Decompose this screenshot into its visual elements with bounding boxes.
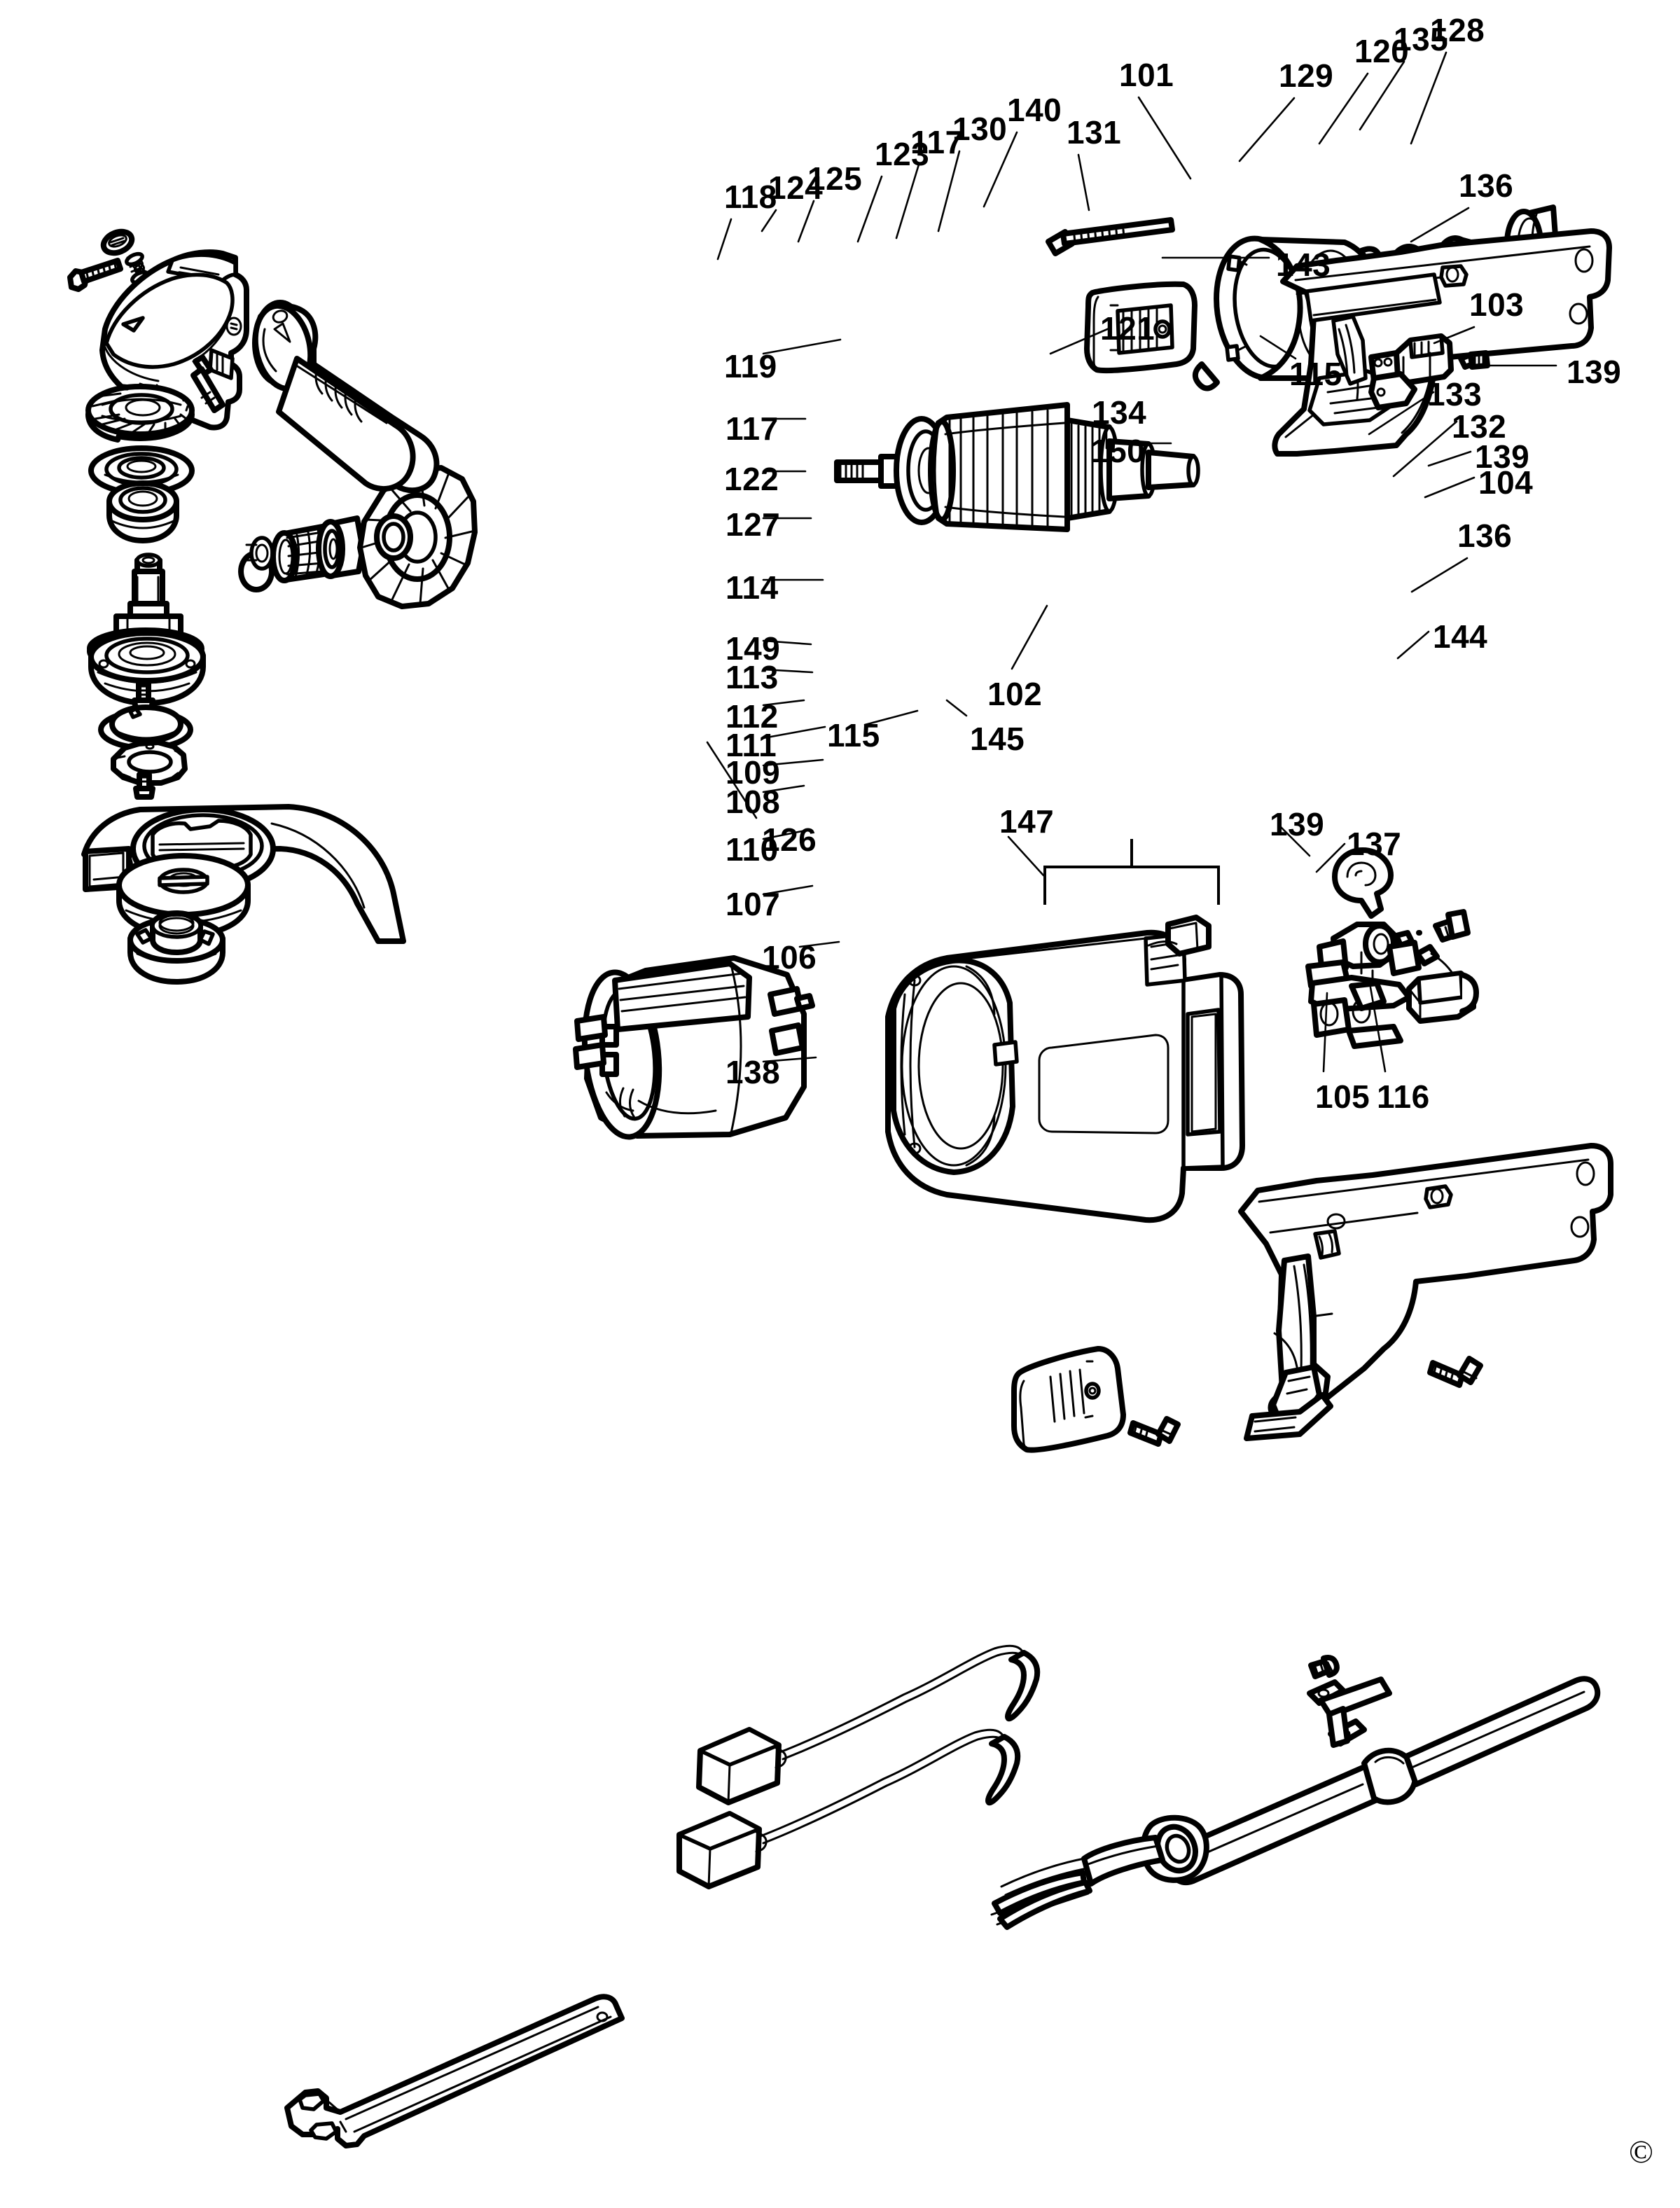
- callout-126: 126: [762, 821, 817, 858]
- callout-106: 106: [762, 939, 817, 975]
- part-131-felt-washer: [374, 513, 413, 561]
- callout-143: 143: [1276, 247, 1331, 283]
- part-101-armature: [834, 402, 1200, 532]
- callout-131: 131: [1067, 114, 1122, 151]
- callout-144: 144: [1433, 618, 1488, 655]
- callout-122: 122: [724, 461, 779, 497]
- callout-115: 115: [1289, 356, 1342, 392]
- callout-119: 119: [724, 348, 777, 384]
- callout-104: 104: [1478, 464, 1534, 501]
- part-103-switch: [1368, 333, 1454, 410]
- callout-137: 137: [1347, 826, 1402, 862]
- callout-140: 140: [1007, 92, 1062, 128]
- part-122-gear-washer: [88, 445, 195, 496]
- part-105-cord-protector: [990, 1814, 1209, 1930]
- callout-113: 113: [726, 659, 779, 695]
- part-121-side-handle: [252, 300, 440, 494]
- callout-147: 147: [999, 803, 1055, 840]
- callout-139c: 139: [1270, 806, 1325, 842]
- callout-117: 117: [910, 124, 964, 160]
- callout-123: 123: [875, 136, 930, 172]
- part-136b-handle-lower: [1238, 1143, 1613, 1441]
- callout-127: 127: [726, 506, 781, 543]
- callout-124: 124: [768, 169, 824, 206]
- callout-121: 121: [1100, 310, 1155, 347]
- part-111-retaining-washer: [98, 704, 193, 751]
- callout-132: 132: [1452, 408, 1507, 445]
- callout-129: 129: [1279, 57, 1334, 94]
- callout-139: 139: [1567, 354, 1622, 390]
- copyright-mark: ©: [1629, 2134, 1653, 2169]
- callout-136b: 136: [1457, 518, 1513, 554]
- callout-101: 101: [1119, 57, 1174, 93]
- part-127-ball-bearing-spindle: [106, 480, 179, 543]
- callout-135: 135: [1394, 21, 1449, 57]
- callout-111: 111: [726, 727, 777, 763]
- callout-120: 120: [1354, 33, 1410, 69]
- part-137-cord-clamp: [1307, 1676, 1392, 1748]
- part-117b-bevel-gear: [85, 382, 195, 443]
- callout-149: 149: [726, 630, 781, 667]
- part-144-screw: [1427, 1356, 1483, 1388]
- callout-102: 102: [987, 676, 1043, 712]
- part-108-screw: [133, 772, 155, 800]
- part-115-end-cap-a: [1084, 281, 1197, 374]
- callout-125: 125: [807, 160, 863, 197]
- callout-150: 150: [1090, 433, 1146, 469]
- part-145-screw: [1127, 1416, 1181, 1447]
- part-116-power-cord: [990, 1676, 1601, 1930]
- callout-130: 130: [952, 111, 1008, 147]
- callout-145: 145: [970, 721, 1025, 757]
- part-134-motor-housing: [885, 915, 1245, 1223]
- callout-136: 136: [1459, 167, 1514, 204]
- part-115b-end-cap-b: [1011, 1346, 1126, 1453]
- part-123-bearing: [238, 536, 275, 592]
- callout-116: 116: [1377, 1078, 1430, 1115]
- part-147-brush-set: [676, 1644, 1041, 1889]
- part-124-cap-plug: [100, 228, 135, 256]
- part-126-lock-pin: [190, 354, 225, 413]
- part-138-spanner-wrench: [284, 1994, 625, 2148]
- callout-134: 134: [1092, 394, 1147, 431]
- part-139-screw-switch: [1458, 350, 1490, 370]
- callout-105: 105: [1315, 1078, 1370, 1115]
- callout-128: 128: [1430, 12, 1485, 48]
- part-102-field: [573, 955, 815, 1140]
- callout-107: 107: [726, 886, 781, 922]
- callout-118: 118: [724, 179, 777, 215]
- part-106-clamp-nut: [127, 910, 225, 985]
- part-104-carbon-brush: [1406, 944, 1479, 1024]
- part-109-flange-plate: [111, 740, 188, 786]
- callout-139b: 139: [1475, 438, 1530, 475]
- callout-138: 138: [726, 1054, 781, 1090]
- callout-112: 112: [726, 698, 779, 735]
- callout-133: 133: [1427, 376, 1483, 412]
- callout-109: 109: [726, 754, 781, 791]
- part-130-spacer: [316, 515, 366, 579]
- callout-108: 108: [726, 784, 781, 820]
- part-133-brush-spring: [1332, 847, 1394, 919]
- callout-110: 110: [726, 831, 779, 868]
- callout-115b: 115: [827, 717, 880, 754]
- part-150-housing-insert: [1165, 915, 1212, 957]
- part-139c-screw-cord: [1308, 1655, 1340, 1679]
- part-143-long-screw: [1046, 217, 1175, 256]
- part-132-brush-holder: [1305, 922, 1422, 1049]
- part-139b-screw-brush: [1416, 909, 1471, 943]
- callout-114: 114: [726, 569, 779, 606]
- part-118-screw: [67, 258, 123, 292]
- callout-117b: 117: [726, 410, 779, 447]
- callout-103: 103: [1469, 286, 1525, 323]
